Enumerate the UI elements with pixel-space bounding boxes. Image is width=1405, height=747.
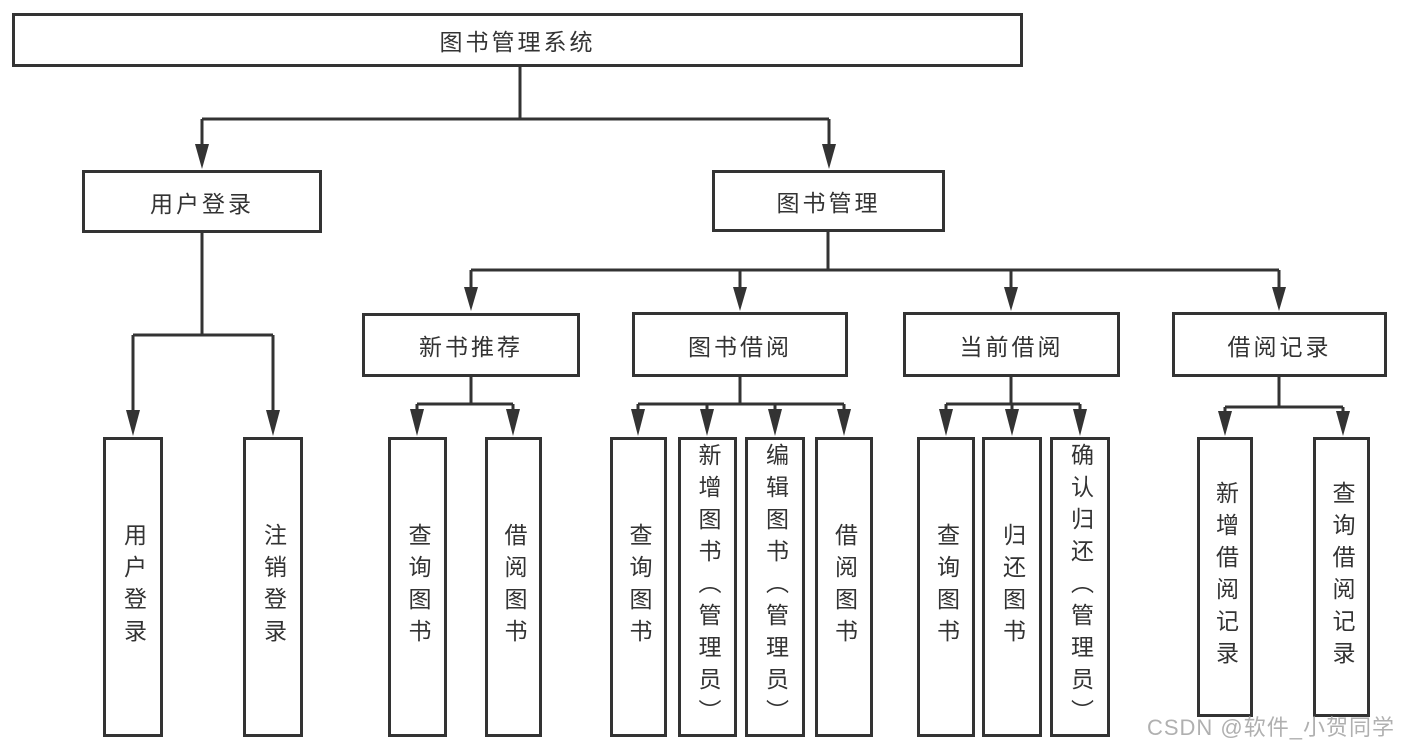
- arrowhead: [822, 144, 836, 169]
- arrowhead: [1218, 411, 1232, 436]
- arrowhead: [939, 409, 953, 436]
- node-label: 用户登录: [120, 523, 147, 651]
- node-label: 图书管理: [776, 190, 881, 216]
- arrowhead: [1272, 287, 1286, 311]
- node-library-management-system: 图书管理系统: [12, 13, 1023, 67]
- leaf-borrow-books-newrec: 借阅图书: [485, 437, 542, 737]
- node-label: 借阅图书: [831, 523, 858, 651]
- node-label: 新增图书（管理员）: [695, 443, 721, 731]
- node-label: 查询图书: [405, 523, 431, 651]
- node-label: 借阅记录: [1227, 333, 1332, 360]
- node-label: 新增借阅记录: [1212, 481, 1239, 673]
- arrowhead: [266, 410, 280, 436]
- arrowhead: [1005, 409, 1019, 436]
- node-label: 当前借阅: [959, 333, 1064, 360]
- arrowhead: [126, 410, 140, 436]
- leaf-edit-book-admin: 编辑图书（管理员）: [745, 437, 805, 737]
- leaf-logout: 注销登录: [243, 437, 303, 737]
- csdn-watermark: CSDN @软件_小贺同学: [1146, 715, 1395, 740]
- leaf-query-books-newrec: 查询图书: [388, 437, 447, 737]
- node-label: 借阅图书: [501, 523, 527, 651]
- node-user-login: 用户登录: [82, 170, 322, 233]
- leaf-user-login: 用户登录: [103, 437, 163, 737]
- arrowhead: [506, 409, 520, 436]
- node-label: 注销登录: [260, 523, 287, 651]
- arrowhead: [631, 409, 645, 436]
- node-book-borrowing: 图书借阅: [632, 312, 848, 377]
- node-label: 查询图书: [933, 523, 960, 651]
- node-borrowing-records: 借阅记录: [1172, 312, 1387, 377]
- leaf-confirm-return-admin: 确认归还（管理员）: [1050, 437, 1110, 737]
- leaf-query-books-borrow: 查询图书: [610, 437, 667, 737]
- arrowhead: [1336, 411, 1350, 436]
- arrowhead: [700, 409, 714, 436]
- leaf-add-book-admin: 新增图书（管理员）: [678, 437, 737, 737]
- node-label: 确认归还（管理员）: [1067, 443, 1094, 731]
- arrowhead: [195, 144, 209, 169]
- node-label: 图书管理系统: [439, 29, 596, 55]
- leaf-add-borrow-record: 新增借阅记录: [1197, 437, 1253, 717]
- node-book-management: 图书管理: [712, 170, 945, 232]
- node-current-borrowing: 当前借阅: [903, 312, 1120, 377]
- leaf-return-books: 归还图书: [982, 437, 1042, 737]
- node-label: 查询借阅记录: [1329, 481, 1355, 673]
- leaf-query-borrow-record: 查询借阅记录: [1313, 437, 1370, 717]
- node-label: 归还图书: [999, 523, 1026, 651]
- node-label: 编辑图书（管理员）: [762, 443, 789, 731]
- leaf-borrow-books-borrow: 借阅图书: [815, 437, 873, 737]
- arrowhead: [1004, 287, 1018, 311]
- arrowhead: [733, 287, 747, 311]
- leaf-query-books-current: 查询图书: [917, 437, 975, 737]
- arrowhead: [410, 409, 424, 436]
- arrowhead: [768, 409, 782, 436]
- arrowhead: [1073, 409, 1087, 436]
- arrowheads: [126, 144, 1350, 436]
- connector-lines: [131, 67, 1345, 412]
- node-new-book-recommendation: 新书推荐: [362, 313, 580, 377]
- node-label: 用户登录: [150, 190, 254, 217]
- node-label: 图书借阅: [688, 333, 792, 360]
- arrowhead: [837, 409, 851, 436]
- node-label: 查询图书: [626, 523, 652, 651]
- arrowhead: [464, 287, 478, 311]
- node-label: 新书推荐: [419, 334, 523, 360]
